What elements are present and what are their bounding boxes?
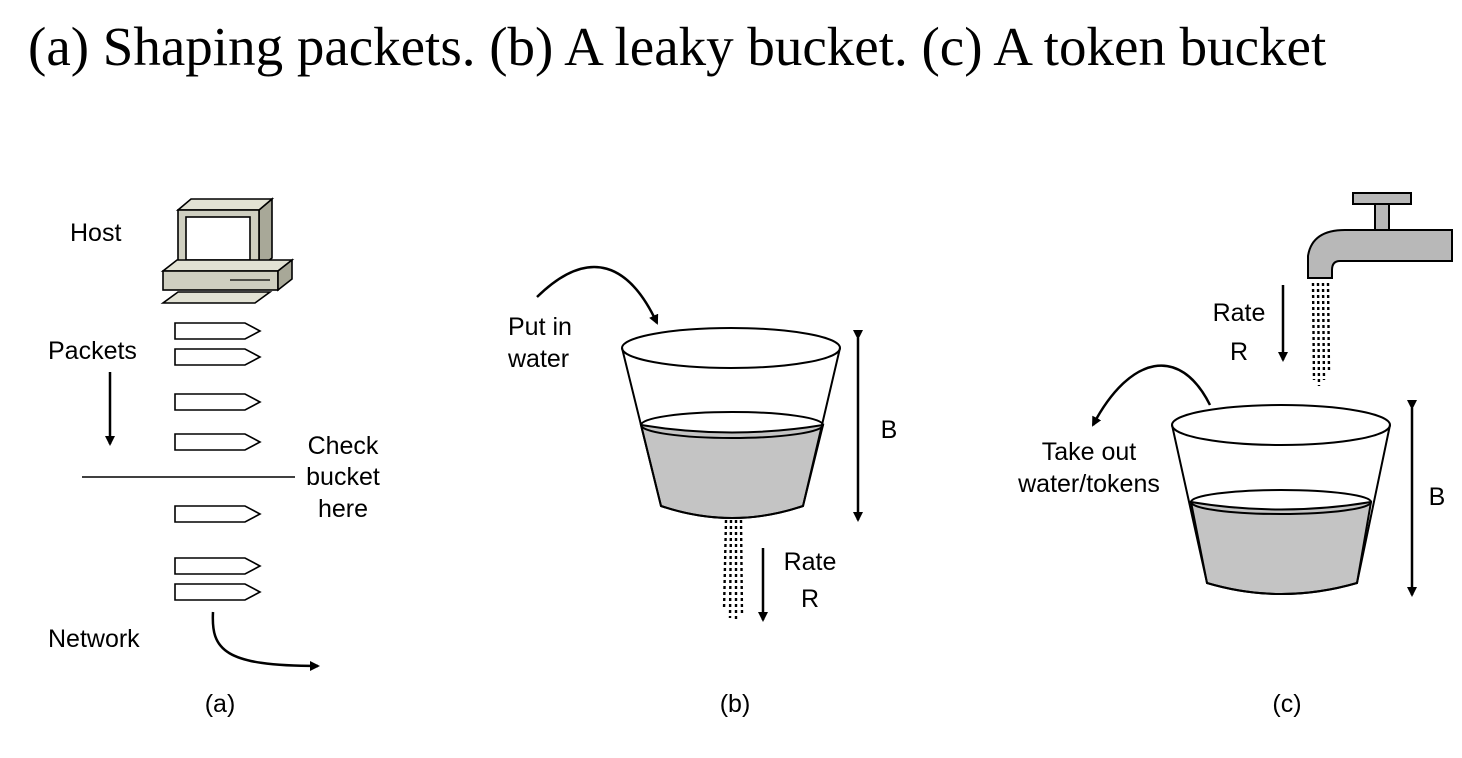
packet [174, 348, 262, 366]
input-label: water [507, 345, 569, 373]
host-label: Host [70, 219, 121, 247]
rate-label: R [1230, 338, 1248, 366]
packet [174, 433, 262, 451]
caption-a: (a) [205, 690, 236, 718]
packet-stack [174, 322, 262, 601]
packet [174, 393, 262, 411]
computer-icon [160, 197, 295, 304]
take-out-arrow [1091, 364, 1212, 427]
take-out-label: water/tokens [1017, 470, 1160, 498]
figure-title: (a) Shaping packets. (b) A leaky bucket.… [28, 16, 1327, 77]
packet [174, 505, 262, 523]
faucet-icon [1307, 192, 1453, 279]
rate-label: Rate [784, 548, 837, 576]
check-label: bucket [306, 463, 380, 491]
packets-label: Packets [48, 337, 137, 365]
packet [174, 322, 262, 340]
caption-c: (c) [1272, 690, 1301, 718]
panel-b: Put in water B Rate R (b) [507, 265, 898, 718]
capacity-label: B [1429, 483, 1446, 511]
panel-c: Rate R Take out water/tokens B (c) [1017, 192, 1453, 718]
panel-a: Host Packets [48, 197, 380, 718]
rate-label: R [801, 585, 819, 613]
network-arrow [211, 611, 320, 671]
packet [174, 557, 262, 575]
rate-label: Rate [1213, 299, 1266, 327]
capacity-label: B [881, 416, 898, 444]
network-label: Network [48, 625, 140, 653]
leak-stream [722, 519, 744, 622]
bucket-body [1171, 424, 1391, 595]
bucket-water [1189, 500, 1373, 595]
check-label: Check [308, 432, 379, 460]
bucket-body [621, 347, 841, 519]
water-surface [1190, 489, 1372, 515]
check-label: here [318, 495, 368, 523]
bucket-rim [621, 327, 841, 369]
leaky-bucket [621, 327, 841, 519]
take-out-label: Take out [1042, 438, 1137, 466]
bucket-rim [1171, 404, 1391, 446]
water-surface [640, 411, 824, 439]
caption-b: (b) [720, 690, 751, 718]
token-bucket [1171, 404, 1391, 595]
packet [174, 583, 262, 601]
input-arrow [536, 265, 659, 325]
tap-stream [1311, 282, 1331, 387]
input-label: Put in [508, 313, 572, 341]
